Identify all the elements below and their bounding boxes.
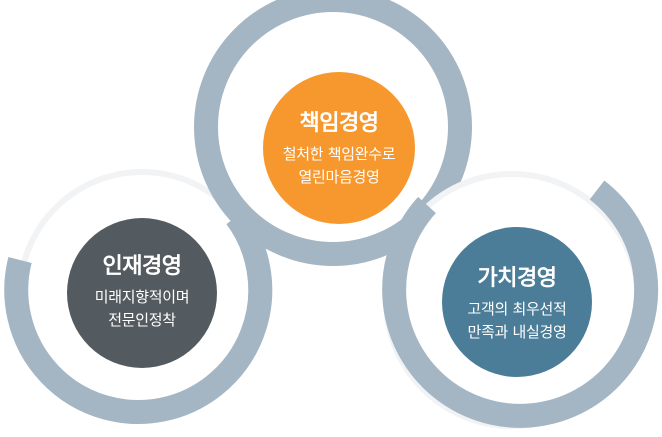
value-title: 가치경영 [477, 266, 557, 291]
talent-title: 인재경영 [102, 254, 182, 279]
responsibility-title: 책임경영 [299, 111, 379, 136]
responsibility-node: 책임경영 철처한 책임완수로 열린마음경영 [264, 82, 414, 212]
talent-desc-line2: 전문인정착 [108, 311, 176, 329]
responsibility-desc-line1: 철처한 책임완수로 [282, 145, 396, 163]
responsibility-desc-line2: 열린마음경영 [298, 168, 380, 186]
value-node: 가치경영 고객의 최우선적 만족과 내실경영 [442, 242, 592, 362]
talent-circle [67, 218, 217, 368]
value-desc-line1: 고객의 최우선적 [467, 300, 567, 318]
talent-node: 인재경영 미래지향적이며 전문인정착 [67, 230, 217, 350]
talent-desc-line1: 미래지향적이며 [94, 288, 190, 306]
value-desc-line2: 만족과 내실경영 [467, 323, 567, 341]
responsibility-circle [263, 72, 415, 224]
value-circle [442, 227, 592, 377]
